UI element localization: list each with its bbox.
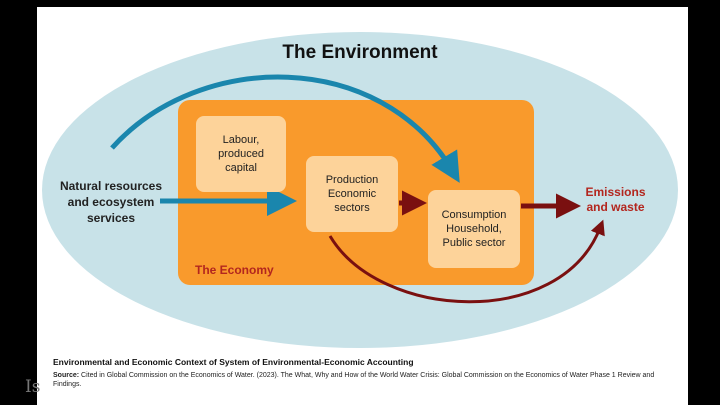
blue-curved-arrow — [110, 74, 460, 183]
environment-label: The Environment — [282, 42, 438, 63]
side-text: Is — [25, 377, 41, 397]
consumption-box: Consumption Household, Public sector — [428, 190, 520, 268]
emissions-label: Emissions and waste — [585, 185, 646, 214]
economy-label: The Economy — [195, 263, 274, 277]
natural-resources-label: Natural resources and ecosystem services — [59, 179, 163, 225]
red-curved-arrow — [328, 219, 605, 304]
caption-source: Source: Cited in Global Commission on th… — [53, 371, 673, 389]
source-text: Cited in Global Commission on the Econom… — [53, 372, 655, 388]
labour-box: Labour, produced capital — [196, 116, 286, 192]
caption-title: Environmental and Economic Context of Sy… — [53, 357, 414, 367]
source-label: Source: — [53, 372, 80, 379]
production-box: Production Economic sectors — [306, 156, 398, 232]
